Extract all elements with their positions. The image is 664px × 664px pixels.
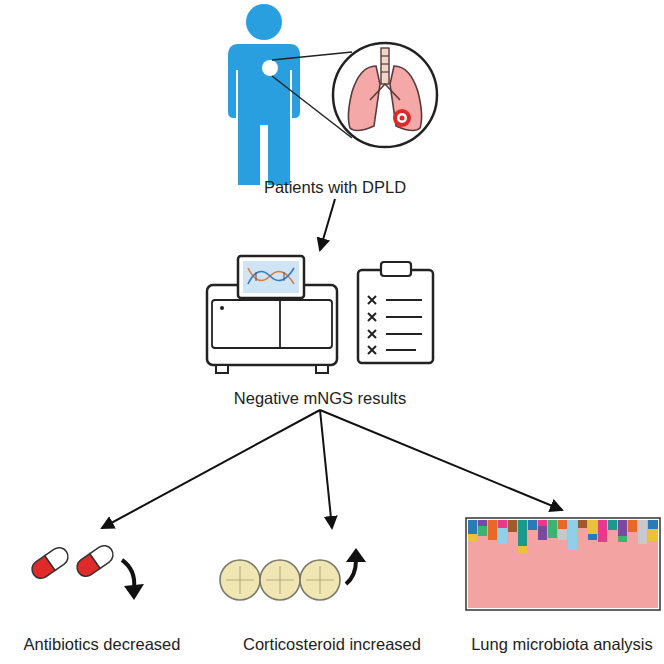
- flow-arrow: [102, 410, 320, 528]
- lung-illustration-part: [381, 71, 389, 72]
- node-caption: Corticosteroid increased: [243, 634, 421, 654]
- icon-group-box: Corticosteroid increased: [208, 530, 456, 654]
- icon-group-box: Negative mNGS results: [196, 252, 444, 408]
- sequencer-icon-part: [248, 268, 294, 284]
- microbiota-bar-chart-part: [568, 520, 577, 550]
- node-caption: Patients with DPLD: [264, 177, 406, 197]
- tablet-icons-part: [346, 548, 366, 562]
- lung-illustration-part: [381, 48, 389, 84]
- microbiota-bar-chart-part: [478, 520, 487, 526]
- patient-icon-part: [272, 52, 352, 60]
- pill-icons: [28, 542, 144, 600]
- node-caption: Antibiotics decreased: [24, 634, 181, 654]
- flow-arrow: [320, 199, 335, 250]
- microbiota-bar-chart-part: [628, 520, 637, 532]
- pill-icons-part: [73, 542, 116, 580]
- icon-group-box: Lung microbiota analysis: [460, 512, 664, 654]
- lung-illustration-part: [397, 113, 407, 123]
- microbiota-bar-chart-part: [478, 526, 487, 536]
- sequencer-icon-part: [220, 306, 224, 310]
- patient-icon-part: [262, 60, 278, 76]
- microbiota-bar-chart-part: [558, 520, 567, 529]
- microbiota-bar-chart-part: [588, 534, 597, 540]
- icon-group-box: Antibiotics decreased: [0, 530, 204, 654]
- microbiota-bar-chart-part: [618, 520, 627, 536]
- icon-group-box: Patients with DPLD: [228, 4, 442, 197]
- tablet-icons-part: [226, 566, 334, 594]
- pill-icons-part: [45, 544, 72, 570]
- microbiota-bar-chart-part: [588, 520, 597, 534]
- microbiota-bar-chart-part: [468, 520, 477, 534]
- clipboard-icon-part: [381, 262, 411, 276]
- patient-icon-part: [246, 4, 282, 40]
- microbiota-bar-chart-part: [468, 534, 477, 542]
- tablet-icons-part: [346, 560, 356, 584]
- sequencer-icon-part: [212, 300, 332, 348]
- microbiota-bar-chart-part: [488, 520, 497, 540]
- microbiota-bar-chart-part: [498, 520, 507, 528]
- sequencer-icon-part: [238, 256, 304, 298]
- sequencer-icon-part: [284, 272, 285, 281]
- sequencer-icon-part: [279, 300, 281, 348]
- microbiota-bar-chart-part: [468, 520, 658, 608]
- pill-icons-part: [28, 544, 71, 582]
- sequencer-icon-part: [248, 268, 294, 284]
- clipboard-icon: [358, 262, 433, 363]
- microbiota-bar-chart-part: [558, 529, 567, 540]
- lung-illustration-part: [393, 109, 411, 127]
- sequencer-icon-part: [216, 365, 228, 373]
- clipboard-icon-part: [358, 270, 433, 363]
- sequencer-icon-part: [243, 261, 299, 293]
- connector-layer: [102, 199, 562, 528]
- node-caption: Negative mNGS results: [234, 388, 406, 408]
- flow-arrow: [320, 410, 332, 528]
- pill-icons-part: [124, 584, 144, 600]
- microbiota-bar-chart-part: [578, 520, 587, 528]
- microbiota-bar-chart-part: [618, 536, 627, 542]
- patient-icon-part: [333, 43, 437, 147]
- microbiota-bar-chart-part: [508, 520, 517, 532]
- sequencer-icon-part: [316, 365, 328, 373]
- sequencer-icon: [207, 256, 337, 373]
- pill-icons-part: [122, 560, 134, 588]
- patient-icon: [228, 4, 437, 185]
- clipboard-icon-part: [386, 300, 422, 350]
- lung-illustration-part: [390, 66, 422, 131]
- node-caption: Lung microbiota analysis: [471, 634, 653, 654]
- lung-illustration-part: [370, 84, 400, 100]
- microbiota-bar-chart-part: [466, 518, 660, 610]
- microbiota-bar-chart-part: [608, 520, 617, 530]
- lung-illustration-part: [381, 63, 389, 64]
- microbiota-bar-chart-part: [548, 520, 557, 538]
- lung-illustration: [348, 48, 421, 131]
- lung-illustration-part: [400, 116, 405, 121]
- clipboard-icon-part: [368, 296, 376, 354]
- microbiota-bar-chart-part: [648, 529, 658, 541]
- flow-arrow: [320, 410, 562, 510]
- microbiota-bar-chart-part: [538, 526, 547, 540]
- microbiota-bar-chart: [466, 518, 660, 610]
- lung-illustration-part: [381, 55, 389, 56]
- tablet-icons: [220, 548, 366, 600]
- microbiota-bar-chart-part: [638, 520, 647, 544]
- microbiota-bar-chart-part: [518, 546, 527, 554]
- microbiota-bar-chart-part: [538, 520, 547, 526]
- patient-icon-part: [228, 44, 300, 185]
- microbiota-bar-chart-part: [598, 520, 607, 542]
- lung-illustration-part: [348, 66, 380, 131]
- pill-icons-part: [90, 542, 117, 568]
- microbiota-bar-chart-part: [528, 520, 537, 530]
- microbiota-bar-chart-part: [498, 528, 507, 544]
- microbiota-bar-chart-part: [518, 520, 527, 546]
- microbiota-bar-chart-part: [648, 520, 658, 529]
- sequencer-icon-part: [256, 272, 257, 281]
